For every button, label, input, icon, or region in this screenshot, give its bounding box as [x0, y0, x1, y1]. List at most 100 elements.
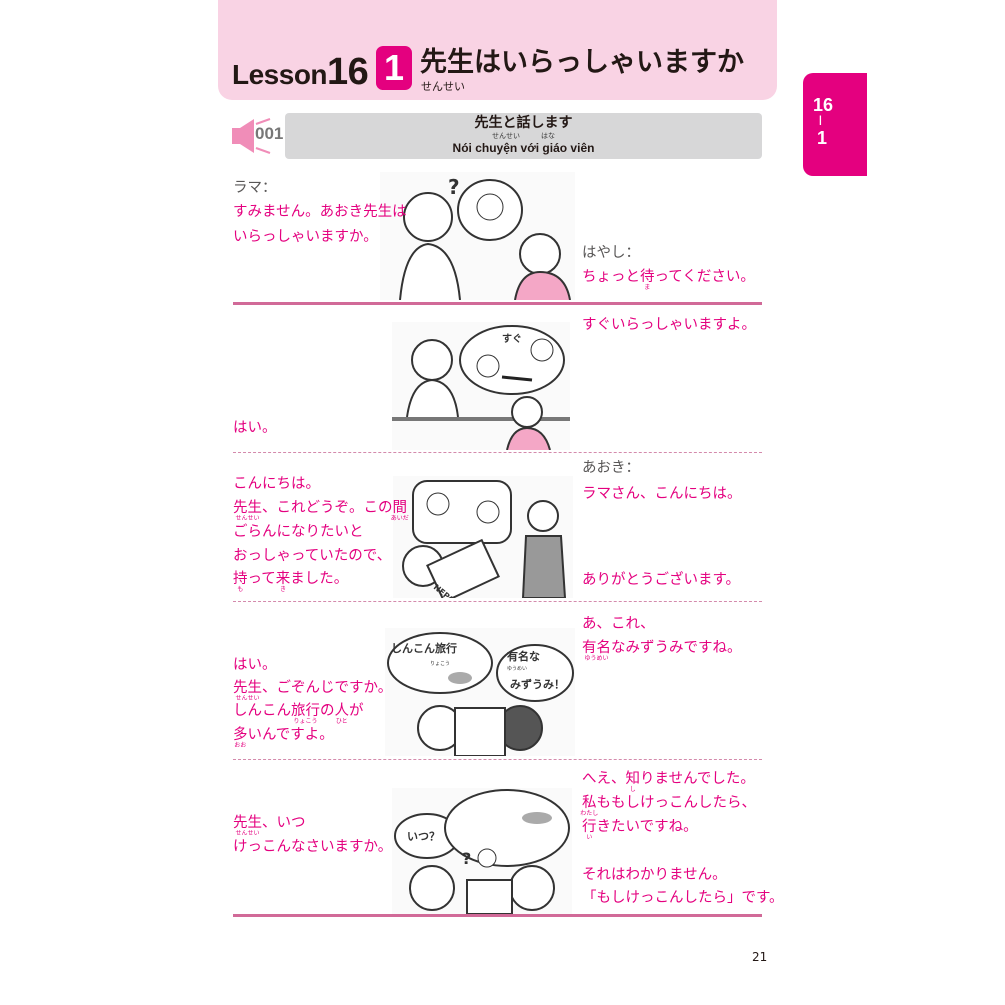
text-segment: けっこんなさいますか。 — [233, 839, 393, 855]
dialogue-line: おっしゃっていたので、 — [233, 548, 391, 565]
text-segment: はい。 — [233, 657, 277, 673]
bubble-lake: みずうみ！ — [510, 677, 565, 691]
kanji-with-furigana: 待ま — [640, 269, 655, 291]
kanji-with-furigana: 行い — [582, 819, 597, 841]
dialogue-line: 有名ゆうめいなみずうみですね。 — [582, 640, 742, 662]
text-segment: ごらんになりたいと — [233, 524, 364, 540]
kanji-with-furigana: 間あいだ — [391, 500, 409, 522]
kanji-with-furigana: 来き — [276, 571, 291, 593]
side-tab-separator: | — [819, 115, 822, 126]
text-segment: 、いつ — [262, 815, 306, 831]
text-segment: すみません。あおき先生は — [233, 204, 407, 220]
furigana: い — [586, 834, 593, 841]
text-segment: なみずうみですね。 — [611, 640, 742, 656]
furigana: せんせい — [235, 515, 260, 522]
page-title: 先生はいらっしゃいますか — [420, 47, 744, 78]
speaker-label: はやし： — [582, 245, 640, 262]
text-segment: ってください。 — [654, 269, 755, 285]
dialogue-line: いらっしゃいますか。 — [233, 229, 378, 246]
furigana: わたし — [580, 810, 599, 817]
kanji-with-furigana: 私わたし — [580, 795, 598, 817]
text-segment: 「もしけっこんしたら」です。 — [582, 890, 784, 906]
dialogue-line: ごらんになりたいと — [233, 524, 364, 541]
text-segment: ももしけっこんしたら、 — [596, 795, 757, 811]
furigana: ひと — [335, 718, 348, 725]
text-segment: ました。 — [290, 571, 349, 587]
bubble-text: すぐ — [502, 333, 522, 345]
dialogue-line: すみません。あおき先生は — [233, 204, 407, 221]
dialogue-line: すぐいらっしゃいますよ。 — [582, 317, 756, 334]
text-segment: おっしゃっていたので、 — [233, 548, 392, 564]
dialogue-line: 「もしけっこんしたら」です。 — [582, 890, 784, 907]
topic-furigana: せんせい はな — [492, 132, 555, 140]
kanji-with-furigana: 持も — [233, 571, 248, 593]
text-segment: が — [349, 703, 364, 719]
text-segment: しんこん — [233, 703, 291, 719]
furigana: ま — [644, 284, 651, 291]
kanji-with-furigana: 先生せんせい — [233, 815, 262, 837]
question-mark: ? — [462, 849, 471, 868]
illustration-panel-1: ? — [380, 172, 575, 301]
side-tab-lesson: 16 — [813, 95, 834, 115]
dialogue-line: 私わたしももしけっこんしたら、 — [580, 795, 757, 817]
panel-divider — [233, 302, 762, 305]
dialogue-line: 多おおいんですよ。 — [233, 727, 334, 749]
bubble-honeymoon: しんこん旅行 — [391, 641, 457, 655]
lesson-label: Lesson16 — [232, 52, 369, 95]
furigana: あいだ — [390, 515, 409, 522]
dialogue-line: 先生せんせい、これどうぞ。この間あいだ — [233, 500, 409, 522]
text-segment: こんにちは。 — [233, 476, 320, 492]
dialogue-line: 持もって来きました。 — [233, 571, 349, 593]
topic-bar: 先生と話します せんせい はな Nói chuyện với giáo viên — [285, 113, 762, 159]
dialogue-line: ありがとうございます。 — [582, 572, 740, 589]
topic-vietnamese: Nói chuyện với giáo viên — [452, 141, 595, 155]
title-furigana: せんせい — [421, 80, 465, 93]
text-segment: あおき： — [582, 460, 640, 476]
illustration-panel-2: すぐ — [392, 322, 570, 451]
furigana: せんせい — [235, 695, 260, 702]
dialogue-line: 先生せんせい、ごぞんじですか。 — [233, 680, 392, 702]
panel-divider — [233, 759, 762, 760]
text-segment: いんですよ。 — [247, 727, 334, 743]
text-segment: って — [247, 571, 276, 587]
kanji-with-furigana: 先生せんせい — [233, 680, 262, 702]
furigana: き — [280, 586, 287, 593]
bubble-famous: 有名な — [507, 649, 540, 663]
dialogue-line: はい。 — [233, 657, 277, 674]
bubble-when: いつ？ — [407, 830, 440, 843]
furigana: せんせい — [235, 830, 260, 837]
furigana: おお — [234, 742, 247, 749]
furigana: りょこう — [293, 718, 318, 725]
chapter-side-tab[interactable]: 16 | 1 — [803, 73, 867, 176]
kanji-with-furigana: 多おお — [233, 727, 248, 749]
dialogue-line: はい。 — [233, 420, 277, 437]
panel-divider — [233, 452, 762, 453]
text-segment: きたいですね。 — [596, 819, 698, 835]
furigana: ゆうめい — [584, 655, 609, 662]
furigana: も — [237, 586, 244, 593]
kanji-with-furigana: 人ひと — [335, 703, 350, 725]
speaker-label: あおき： — [582, 460, 640, 477]
speaker-icon[interactable] — [232, 118, 272, 154]
question-mark: ? — [448, 175, 460, 199]
text-segment: はやし： — [582, 245, 640, 261]
side-tab-section: 1 — [817, 128, 828, 148]
dialogue-line: 先生せんせい、いつ — [233, 815, 306, 837]
text-segment: ラマさん、こんにちは。 — [582, 486, 742, 502]
kanji-with-furigana: 旅行りょこう — [291, 703, 320, 725]
kanji-with-furigana: 有名ゆうめい — [582, 640, 611, 662]
dialogue-line: あ、これ、 — [582, 616, 655, 633]
audio-track-number[interactable]: 001 — [255, 124, 284, 143]
panel-divider — [233, 601, 762, 602]
text-segment: あ、これ、 — [582, 616, 655, 632]
dialogue-line: 行いきたいですね。 — [582, 819, 698, 841]
dialogue-line: へえ、知しりませんでした。 — [582, 771, 755, 793]
text-segment: それはわかりません。 — [582, 867, 727, 883]
text-segment: ラマ： — [233, 180, 277, 196]
bubble-ruby: りょこう — [430, 661, 450, 667]
dialogue-line: こんにちは。 — [233, 476, 320, 493]
dialogue-line: ラマさん、こんにちは。 — [582, 486, 742, 503]
text-segment: すぐいらっしゃいますよ。 — [582, 317, 756, 333]
dialogue-line: ちょっと待まってください。 — [582, 269, 755, 291]
illustration-panel-4: しんこん旅行 りょこう 有名な ゆうめい みずうみ！ — [385, 628, 575, 757]
